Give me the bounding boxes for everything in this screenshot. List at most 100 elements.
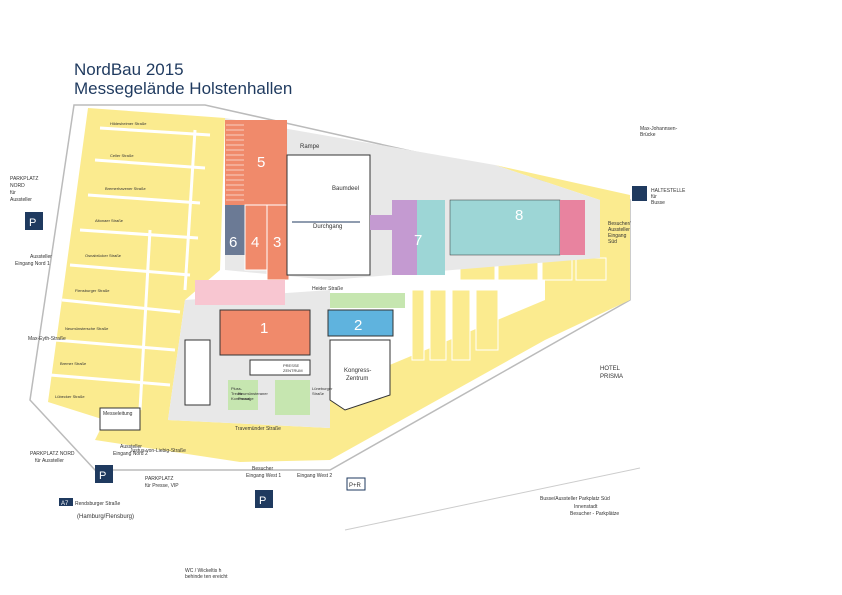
- messeleitung[interactable]: [99, 407, 141, 431]
- hotel-label-1: HOTEL: [600, 366, 621, 372]
- hall-7-connector: [370, 215, 392, 230]
- street-lueneburger-1: Lüneburger: [312, 386, 333, 391]
- street-max-johannsen-1: Max-Johannsen-: [640, 126, 678, 132]
- eingang-west1-2: Eingang West 1: [246, 473, 281, 479]
- parking-icon-nord-bottom-p: P: [99, 470, 106, 482]
- street-celler: Celler Straße: [110, 153, 134, 158]
- street-travemuender: Travemünder Straße: [235, 426, 281, 432]
- parking-icon-nord-bottom: [95, 465, 113, 483]
- besucher-parkplaetze-label: Besucher - Parkplätze: [570, 511, 619, 517]
- pluss-label-2: Treats: [231, 391, 242, 396]
- wc-note-2: behinde ten ereicht: [185, 574, 228, 580]
- street-neumuensteraner-2: Passage: [238, 396, 254, 401]
- street-luebecker: Lübecker Straße: [55, 394, 85, 399]
- a7-icon: [59, 498, 73, 506]
- street-heider: Heider Straße: [312, 286, 343, 292]
- hamburg-flensburg-label: (Hamburg/Flensburg): [77, 514, 134, 520]
- hall-8-label: 8: [515, 207, 523, 224]
- hall-2-label: 2: [354, 317, 362, 334]
- kongress-zentrum[interactable]: [329, 339, 391, 411]
- innenstadt-label: Innenstadt: [574, 504, 598, 510]
- street-altonaer: Altonaer Straße: [95, 218, 124, 223]
- hall-1-label: 1: [260, 320, 268, 337]
- street-justus: Justus-von-Liebig-Straße: [130, 448, 186, 454]
- hall-1[interactable]: [219, 309, 311, 356]
- hall-3-label: 3: [273, 234, 281, 251]
- green-area-north: [330, 293, 405, 308]
- hall-8-annex[interactable]: [560, 200, 585, 255]
- street-max-johannsen-2: Brücke: [640, 132, 656, 138]
- hall-5-label: 5: [257, 154, 265, 171]
- street-max-eyth: Max-Eyth-Straße: [28, 336, 66, 342]
- residential-streets: [49, 126, 211, 411]
- hall-7-label: 7: [414, 232, 422, 249]
- haltestelle-icon: [632, 186, 647, 201]
- street-neumuenstersche: Neumünstersche Straße: [65, 326, 109, 331]
- eingang-nord2-1: Aussteller: [120, 444, 142, 450]
- pluss-treats-area: [228, 380, 258, 410]
- hall-7-annex[interactable]: [417, 200, 445, 275]
- parking-icon-west-p: P: [259, 495, 266, 507]
- parkplatz-nord-left-2: NORD: [10, 183, 25, 189]
- eingang-sued-3: Eingang: [608, 233, 627, 239]
- hall-8[interactable]: [449, 199, 561, 256]
- pink-area: [195, 280, 285, 305]
- hall-5-stripes: [226, 124, 244, 201]
- a7-label: A7: [61, 501, 69, 507]
- presse-label-2: ZENTRUM: [283, 368, 303, 373]
- eingang-nord2-2: Eingang Nord 2: [113, 451, 148, 457]
- page-subtitle: Messegelände Holstenhallen: [74, 79, 293, 98]
- hall-7[interactable]: [392, 200, 417, 275]
- bus-parkplatz-label: Busse/Aussteller Parkplatz Süd: [540, 496, 610, 502]
- parkplatz-nord-left-1: PARKPLATZ: [10, 176, 38, 182]
- eingang-west2: Eingang West 2: [297, 473, 332, 479]
- area-east: [495, 165, 630, 340]
- street-hildesheimer: Hildesheimer Straße: [110, 121, 147, 126]
- street-bremer: Bremer Straße: [60, 361, 87, 366]
- hall-6[interactable]: [225, 205, 245, 255]
- parkplatz-nord-left-3: für: [10, 190, 16, 196]
- baumdeel-building[interactable]: [286, 154, 371, 276]
- haltestelle-label-1: HALTESTELLE: [651, 188, 686, 194]
- paebst-building[interactable]: [184, 339, 211, 406]
- eingang-nord1-1: Aussteller: [30, 254, 52, 260]
- durchgang-label: Durchgang: [313, 224, 342, 230]
- parking-icon-nord-left-p: P: [29, 217, 36, 229]
- parkplatz-presse-2: für Presse, VIP: [145, 483, 179, 489]
- presse-zentrum[interactable]: [249, 359, 311, 376]
- hall-4-label: 4: [251, 234, 259, 251]
- eingang-sued-2: Aussteller: [608, 227, 630, 233]
- hall-6-label: 6: [229, 234, 237, 251]
- haltestelle-label-2: für: [651, 194, 657, 200]
- parking-icon-nord-left: [25, 212, 43, 230]
- street-flensburger: Flensburger Straße: [75, 288, 110, 293]
- parking-icon-west: [255, 490, 273, 508]
- parkplatz-nord-bottom-1: PARKPLATZ NORD: [30, 451, 75, 457]
- road-south: [344, 467, 641, 531]
- pluss-label-3: Kommunal: [231, 396, 250, 401]
- kongress-label-2: Zentrum: [346, 376, 368, 382]
- pr-label: P+R: [349, 483, 362, 489]
- haltestelle-label-3: Busse: [651, 200, 665, 206]
- eingang-nord1-2: Eingang Nord 1: [15, 261, 50, 267]
- hall-2[interactable]: [327, 309, 394, 337]
- street-lueneburger-2: Straße: [312, 391, 325, 396]
- eingang-sued-1: Besucher/: [608, 221, 631, 227]
- baumdeel-label: Baumdeel: [332, 186, 359, 192]
- parkplatz-presse-1: PARKPLATZ: [145, 476, 173, 482]
- parkplatz-nord-bottom-2: für Aussteller: [35, 458, 64, 464]
- parkplatz-nord-left-4: Aussteller: [10, 197, 32, 203]
- hotel-label-2: PRISMA: [600, 374, 623, 380]
- eingang-west1-1: Besucher: [252, 466, 273, 472]
- rampe-label: Rampe: [300, 144, 320, 150]
- eingang-sued-4: Süd: [608, 239, 617, 245]
- kongress-label-1: Kongress-: [344, 368, 371, 374]
- street-osnabruecker: Osnabrücker Straße: [85, 253, 122, 258]
- green-area-center: [275, 380, 310, 415]
- street-rendsburger: Rendsburger Straße: [75, 501, 121, 507]
- hall-5[interactable]: [225, 120, 287, 205]
- street-neumuensteraner-1: Neumünsteraner: [238, 391, 268, 396]
- presse-label-1: PRESSE: [283, 363, 300, 368]
- wc-note-1: WC / Wickeltis h: [185, 568, 222, 574]
